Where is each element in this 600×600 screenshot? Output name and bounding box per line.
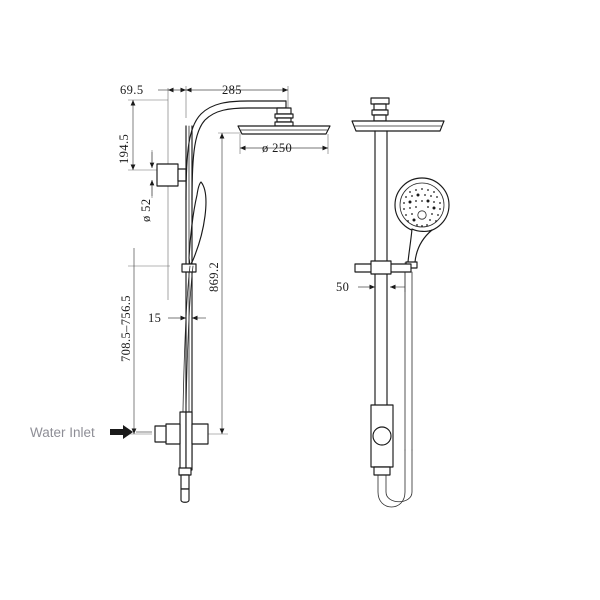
- left-side-view: 69.5 285 194.5 ø 52: [30, 83, 331, 503]
- shower-hose-right: [404, 271, 413, 451]
- diverter-valve-body-left: [154, 411, 209, 471]
- rain-head-connector: [274, 107, 294, 127]
- rail-bracket-left: [181, 263, 197, 273]
- dimension-d52: [149, 150, 155, 198]
- dimension-194-5: [128, 99, 168, 171]
- wall-inlet-elbow: [156, 163, 187, 187]
- rain-shower-head-right: [351, 120, 445, 132]
- dim-label-50: 50: [336, 280, 349, 294]
- spray-nozzle-pattern: [403, 188, 441, 227]
- dim-label-d250: ø 250: [262, 141, 292, 155]
- dim-label-869-2: 869.2: [207, 262, 221, 292]
- hand-shower-face: [394, 177, 450, 233]
- dimension-top-row: [158, 86, 289, 300]
- dim-label-708-756: 708.5–756.5: [119, 295, 133, 362]
- dimension-d250: [239, 134, 329, 154]
- diverter-valve-body-right: [370, 404, 394, 476]
- water-inlet-label: Water Inlet: [30, 425, 95, 440]
- hose-end-fitting-left: [178, 467, 192, 503]
- dimension-15: [168, 315, 206, 321]
- dim-label-285: 285: [222, 83, 242, 97]
- curved-shower-arm: [185, 100, 287, 201]
- rain-shower-head-left: [237, 125, 331, 135]
- dim-label-15: 15: [148, 311, 161, 325]
- hand-shower-handle: [405, 228, 433, 269]
- right-front-view: 50: [336, 97, 450, 508]
- hose-u-bend: [377, 449, 413, 508]
- right-arrow-icon: [110, 425, 133, 439]
- dimension-708-756: [128, 248, 170, 435]
- water-inlet-annotation: [110, 425, 152, 439]
- dim-label-d52: ø 52: [139, 199, 153, 222]
- rail-bracket-right: [354, 260, 412, 275]
- dim-label-69-5: 69.5: [120, 83, 143, 97]
- dim-label-194-5: 194.5: [117, 134, 131, 164]
- ceiling-arm-connector: [370, 97, 390, 122]
- shower-hose-left: [182, 265, 194, 459]
